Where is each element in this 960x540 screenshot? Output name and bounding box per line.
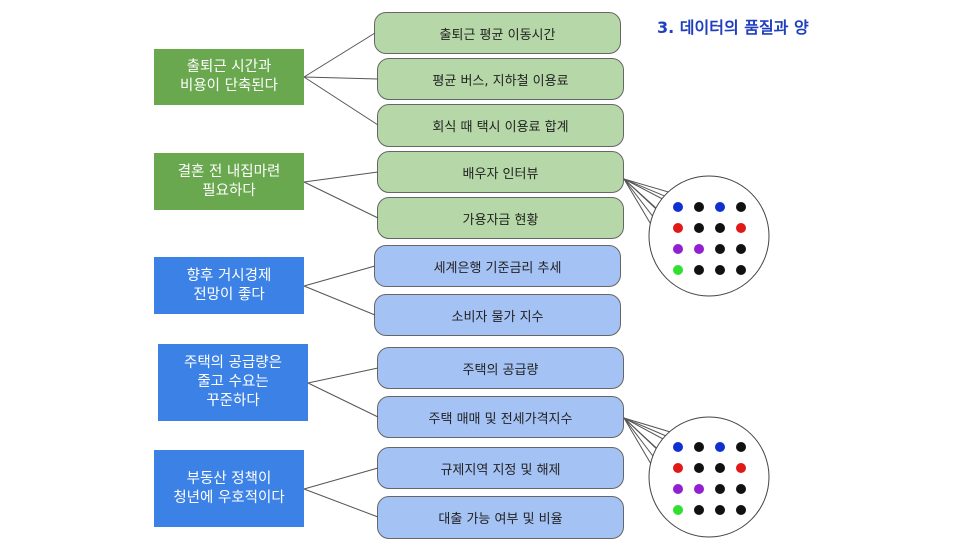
dot-red xyxy=(736,223,746,233)
dot-purple xyxy=(673,244,683,254)
dot-purple xyxy=(694,484,704,494)
item-cpi: 소비자 물가 지수 xyxy=(374,294,621,336)
item-transit-fare: 평균 버스, 지하철 이용료 xyxy=(377,58,624,100)
dot-grid-top xyxy=(673,202,746,275)
dot-black xyxy=(715,244,725,254)
dot-cluster-circle-bottom xyxy=(648,416,770,538)
item-commute-time: 출퇴근 평균 이동시간 xyxy=(374,12,621,54)
item-available-funds: 가용자금 현황 xyxy=(377,197,624,239)
dot-black xyxy=(694,223,704,233)
item-spouse-interview: 배우자 인터뷰 xyxy=(377,151,624,193)
dot-green xyxy=(673,505,683,515)
connector-macro-1 xyxy=(303,265,376,287)
dot-black xyxy=(736,442,746,452)
claim-commute: 출퇴근 시간과 비용이 단축된다 xyxy=(154,49,304,105)
dot-black xyxy=(736,244,746,254)
dot-blue xyxy=(715,202,725,212)
dot-red xyxy=(736,463,746,473)
dot-purple xyxy=(673,484,683,494)
item-regulation-zone: 규제지역 지정 및 해제 xyxy=(377,447,624,489)
item-interest-rate: 세계은행 기준금리 추세 xyxy=(374,245,621,287)
dot-green xyxy=(673,265,683,275)
connector-supply-1 xyxy=(307,367,379,384)
connector-policy-2 xyxy=(303,488,379,518)
dot-black xyxy=(715,463,725,473)
dot-black xyxy=(715,484,725,494)
dot-blue xyxy=(673,202,683,212)
item-price-index: 주택 매매 및 전세가격지수 xyxy=(377,396,624,438)
claim-macro-outlook: 향후 거시경제 전망이 좋다 xyxy=(154,257,304,314)
dot-black xyxy=(715,505,725,515)
dot-black xyxy=(694,463,704,473)
dot-black xyxy=(736,505,746,515)
dot-black xyxy=(715,265,725,275)
dot-red xyxy=(673,223,683,233)
item-housing-supply: 주택의 공급량 xyxy=(377,347,624,389)
page-title: 3. 데이터의 품질과 양 xyxy=(657,18,809,37)
connector-commute-3 xyxy=(303,76,379,126)
dot-black xyxy=(736,484,746,494)
dot-red xyxy=(673,463,683,473)
claim-home-before-marriage: 결혼 전 내집마련 필요하다 xyxy=(154,153,304,210)
connector-commute-1 xyxy=(303,32,376,78)
dot-black xyxy=(736,202,746,212)
connector-policy-1 xyxy=(303,467,379,490)
dot-black xyxy=(694,265,704,275)
dot-grid-bottom xyxy=(673,442,746,515)
dot-black xyxy=(715,223,725,233)
dot-cluster-circle-top xyxy=(648,175,770,297)
connector-marriage-1 xyxy=(303,171,379,183)
connector-macro-2 xyxy=(303,285,376,316)
dot-black xyxy=(694,505,704,515)
connector-supply-2 xyxy=(307,382,379,418)
dot-purple xyxy=(694,244,704,254)
item-taxi-fare: 회식 때 택시 이용료 합계 xyxy=(377,104,624,147)
item-loan-availability: 대출 가능 여부 및 비율 xyxy=(377,496,624,539)
claim-housing-supply: 주택의 공급량은 줄고 수요는 꾸준하다 xyxy=(158,344,308,421)
dot-black xyxy=(694,202,704,212)
dot-black xyxy=(694,442,704,452)
dot-blue xyxy=(673,442,683,452)
dot-blue xyxy=(715,442,725,452)
connector-commute-2 xyxy=(303,76,379,80)
connector-marriage-2 xyxy=(303,181,379,219)
claim-real-estate-policy: 부동산 정책이 청년에 우호적이다 xyxy=(154,450,304,527)
dot-black xyxy=(736,265,746,275)
